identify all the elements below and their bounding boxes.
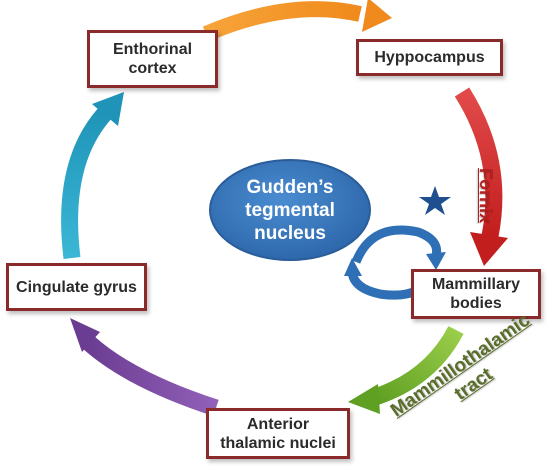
anterior-line-2: thalamic nuclei [220, 434, 336, 452]
node-cingulate-gyrus: Cingulate gyrus [6, 263, 147, 311]
entorhinal-line-2: cortex [128, 60, 177, 77]
reciprocal-arrow-upper [351, 225, 442, 264]
arrow-mammillary-to-anterior [369, 325, 464, 407]
reciprocal-arrowhead-upper [426, 252, 446, 270]
reciprocal-arrowhead-lower [344, 258, 362, 276]
hippocampus-label: Hyppocampus [374, 49, 485, 66]
gudden-line-2: tegmental [245, 199, 335, 221]
arrowhead-orange [362, 0, 392, 32]
gudden-tegmental-nucleus: Gudden’s tegmental nucleus [208, 158, 372, 262]
mammillary-line-1: Mammillary [431, 276, 521, 293]
mammillary-line-2: bodies [450, 295, 502, 312]
arrowhead-green [348, 384, 380, 414]
gudden-line-3: nucleus [254, 222, 326, 244]
node-entorhinal-cortex: Enthorinal cortex [87, 30, 218, 88]
node-mammillary-bodies: Mammillary bodies [411, 269, 541, 319]
node-anterior-thalamic-nuclei: Anterior thalamic nuclei [206, 408, 350, 459]
node-hippocampus: Hyppocampus [356, 39, 503, 76]
entorhinal-line-1: Enthorinal [112, 41, 193, 58]
anterior-line-1: Anterior [246, 415, 310, 433]
arrowhead-red [470, 232, 508, 266]
gudden-nucleus-ellipse [209, 159, 371, 261]
star-icon [419, 186, 451, 215]
tract-label-fornix: Fornix [476, 168, 496, 224]
arrow-entorhinal-to-hippocampus [202, 1, 362, 42]
gudden-line-1: Gudden’s [246, 176, 334, 198]
arrow-hippocampus-to-mammillary [454, 87, 503, 238]
arrow-anterior-to-cingulate [82, 335, 219, 417]
cingulate-label: Cingulate gyrus [16, 278, 137, 296]
arrow-cingulate-to-entorhinal [61, 104, 115, 260]
arrowhead-purple [70, 318, 100, 352]
arrowhead-cyan [92, 92, 124, 126]
